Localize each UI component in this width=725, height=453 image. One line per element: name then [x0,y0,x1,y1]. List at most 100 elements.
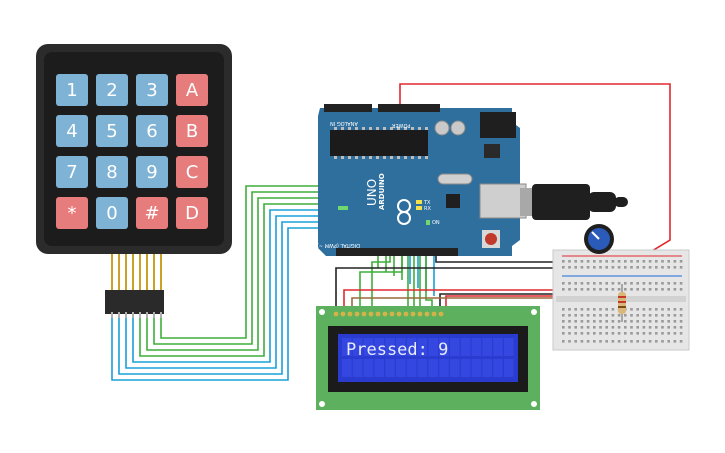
keypad-key[interactable] [176,74,208,106]
keypad-key[interactable] [176,115,208,147]
breadboard-hole[interactable] [636,266,639,269]
breadboard-hole[interactable] [624,340,627,343]
breadboard-hole[interactable] [648,308,652,311]
breadboard-hole[interactable] [568,314,571,317]
breadboard-hole[interactable] [673,288,677,291]
keypad-key[interactable] [176,156,208,188]
breadboard-hole[interactable] [655,260,658,263]
breadboard-hole[interactable] [679,314,683,317]
keypad-key[interactable] [136,197,168,229]
breadboard-hole[interactable] [599,288,602,291]
keypad-key[interactable] [56,197,88,229]
breadboard-hole[interactable] [667,260,670,263]
breadboard-hole[interactable] [655,288,658,291]
breadboard-hole[interactable] [611,326,615,329]
keypad-key[interactable] [56,115,88,147]
breadboard-hole[interactable] [655,320,658,323]
breadboard-hole[interactable] [655,332,658,335]
breadboard-hole[interactable] [661,282,664,285]
keypad-key[interactable] [96,115,128,147]
breadboard-hole[interactable] [580,340,584,343]
breadboard-hole[interactable] [617,332,621,335]
header-pin[interactable] [160,312,162,318]
breadboard-hole[interactable] [586,332,590,335]
wire-lcd-green-6[interactable] [371,250,391,310]
header-pin[interactable] [125,312,127,318]
breadboard-hole[interactable] [611,340,615,343]
breadboard-hole[interactable] [630,260,633,263]
breadboard-hole[interactable] [648,314,652,317]
breadboard-hole[interactable] [655,314,658,317]
breadboard-hole[interactable] [617,282,621,285]
breadboard-hole[interactable] [605,308,608,311]
breadboard-hole[interactable] [636,260,639,263]
lcd-16x2[interactable]: Pressed: 9 [316,306,540,410]
breadboard-hole[interactable] [605,320,608,323]
breadboard-hole[interactable] [661,266,664,269]
header-pin[interactable] [132,312,134,318]
breadboard-hole[interactable] [599,332,602,335]
reset-button[interactable] [485,233,497,245]
breadboard-hole[interactable] [574,320,577,323]
breadboard-hole[interactable] [586,314,590,317]
breadboard-hole[interactable] [562,314,565,317]
breadboard-hole[interactable] [679,332,683,335]
breadboard-hole[interactable] [630,266,633,269]
breadboard-hole[interactable] [679,308,683,311]
breadboard-hole[interactable] [667,332,670,335]
breadboard-hole[interactable] [673,332,677,335]
breadboard-hole[interactable] [611,282,615,285]
keypad-key[interactable] [96,197,128,229]
header-pin[interactable] [111,312,113,318]
lcd-pin[interactable] [396,311,402,317]
breadboard-hole[interactable] [679,326,683,329]
breadboard-hole[interactable] [593,288,596,291]
breadboard-hole[interactable] [648,288,652,291]
breadboard-hole[interactable] [593,308,596,311]
breadboard-hole[interactable] [673,260,677,263]
lcd-pin[interactable] [417,311,423,317]
lcd-pin[interactable] [354,311,360,317]
lcd-pin[interactable] [375,311,381,317]
breadboard-hole[interactable] [611,314,615,317]
breadboard-hole[interactable] [562,260,565,263]
breadboard-hole[interactable] [617,314,621,317]
breadboard-hole[interactable] [648,326,652,329]
breadboard-hole[interactable] [673,308,677,311]
breadboard-hole[interactable] [630,332,633,335]
breadboard-hole[interactable] [630,326,633,329]
breadboard-hole[interactable] [568,308,571,311]
breadboard-hole[interactable] [580,266,584,269]
keypad-key[interactable] [56,156,88,188]
breadboard-hole[interactable] [599,282,602,285]
breadboard-hole[interactable] [630,282,633,285]
breadboard-hole[interactable] [642,308,646,311]
breadboard-hole[interactable] [648,282,652,285]
breadboard-hole[interactable] [636,282,639,285]
breadboard-hole[interactable] [593,282,596,285]
breadboard-hole[interactable] [599,314,602,317]
breadboard-hole[interactable] [617,340,621,343]
breadboard-hole[interactable] [667,340,670,343]
breadboard-hole[interactable] [580,308,584,311]
breadboard-hole[interactable] [605,288,608,291]
breadboard-hole[interactable] [593,266,596,269]
breadboard-hole[interactable] [642,314,646,317]
keypad-key[interactable] [96,156,128,188]
breadboard-hole[interactable] [574,260,577,263]
breadboard-hole[interactable] [593,332,596,335]
breadboard-hole[interactable] [624,288,627,291]
breadboard-hole[interactable] [636,320,639,323]
breadboard-hole[interactable] [655,266,658,269]
breadboard-hole[interactable] [599,326,602,329]
breadboard-hole[interactable] [679,260,683,263]
keypad-key[interactable] [136,115,168,147]
breadboard-hole[interactable] [636,326,639,329]
breadboard-hole[interactable] [593,326,596,329]
lcd-pin[interactable] [431,311,437,317]
header-pin[interactable] [146,312,148,318]
breadboard-hole[interactable] [562,308,565,311]
breadboard-hole[interactable] [586,260,590,263]
breadboard-hole[interactable] [605,282,608,285]
breadboard-hole[interactable] [673,266,677,269]
